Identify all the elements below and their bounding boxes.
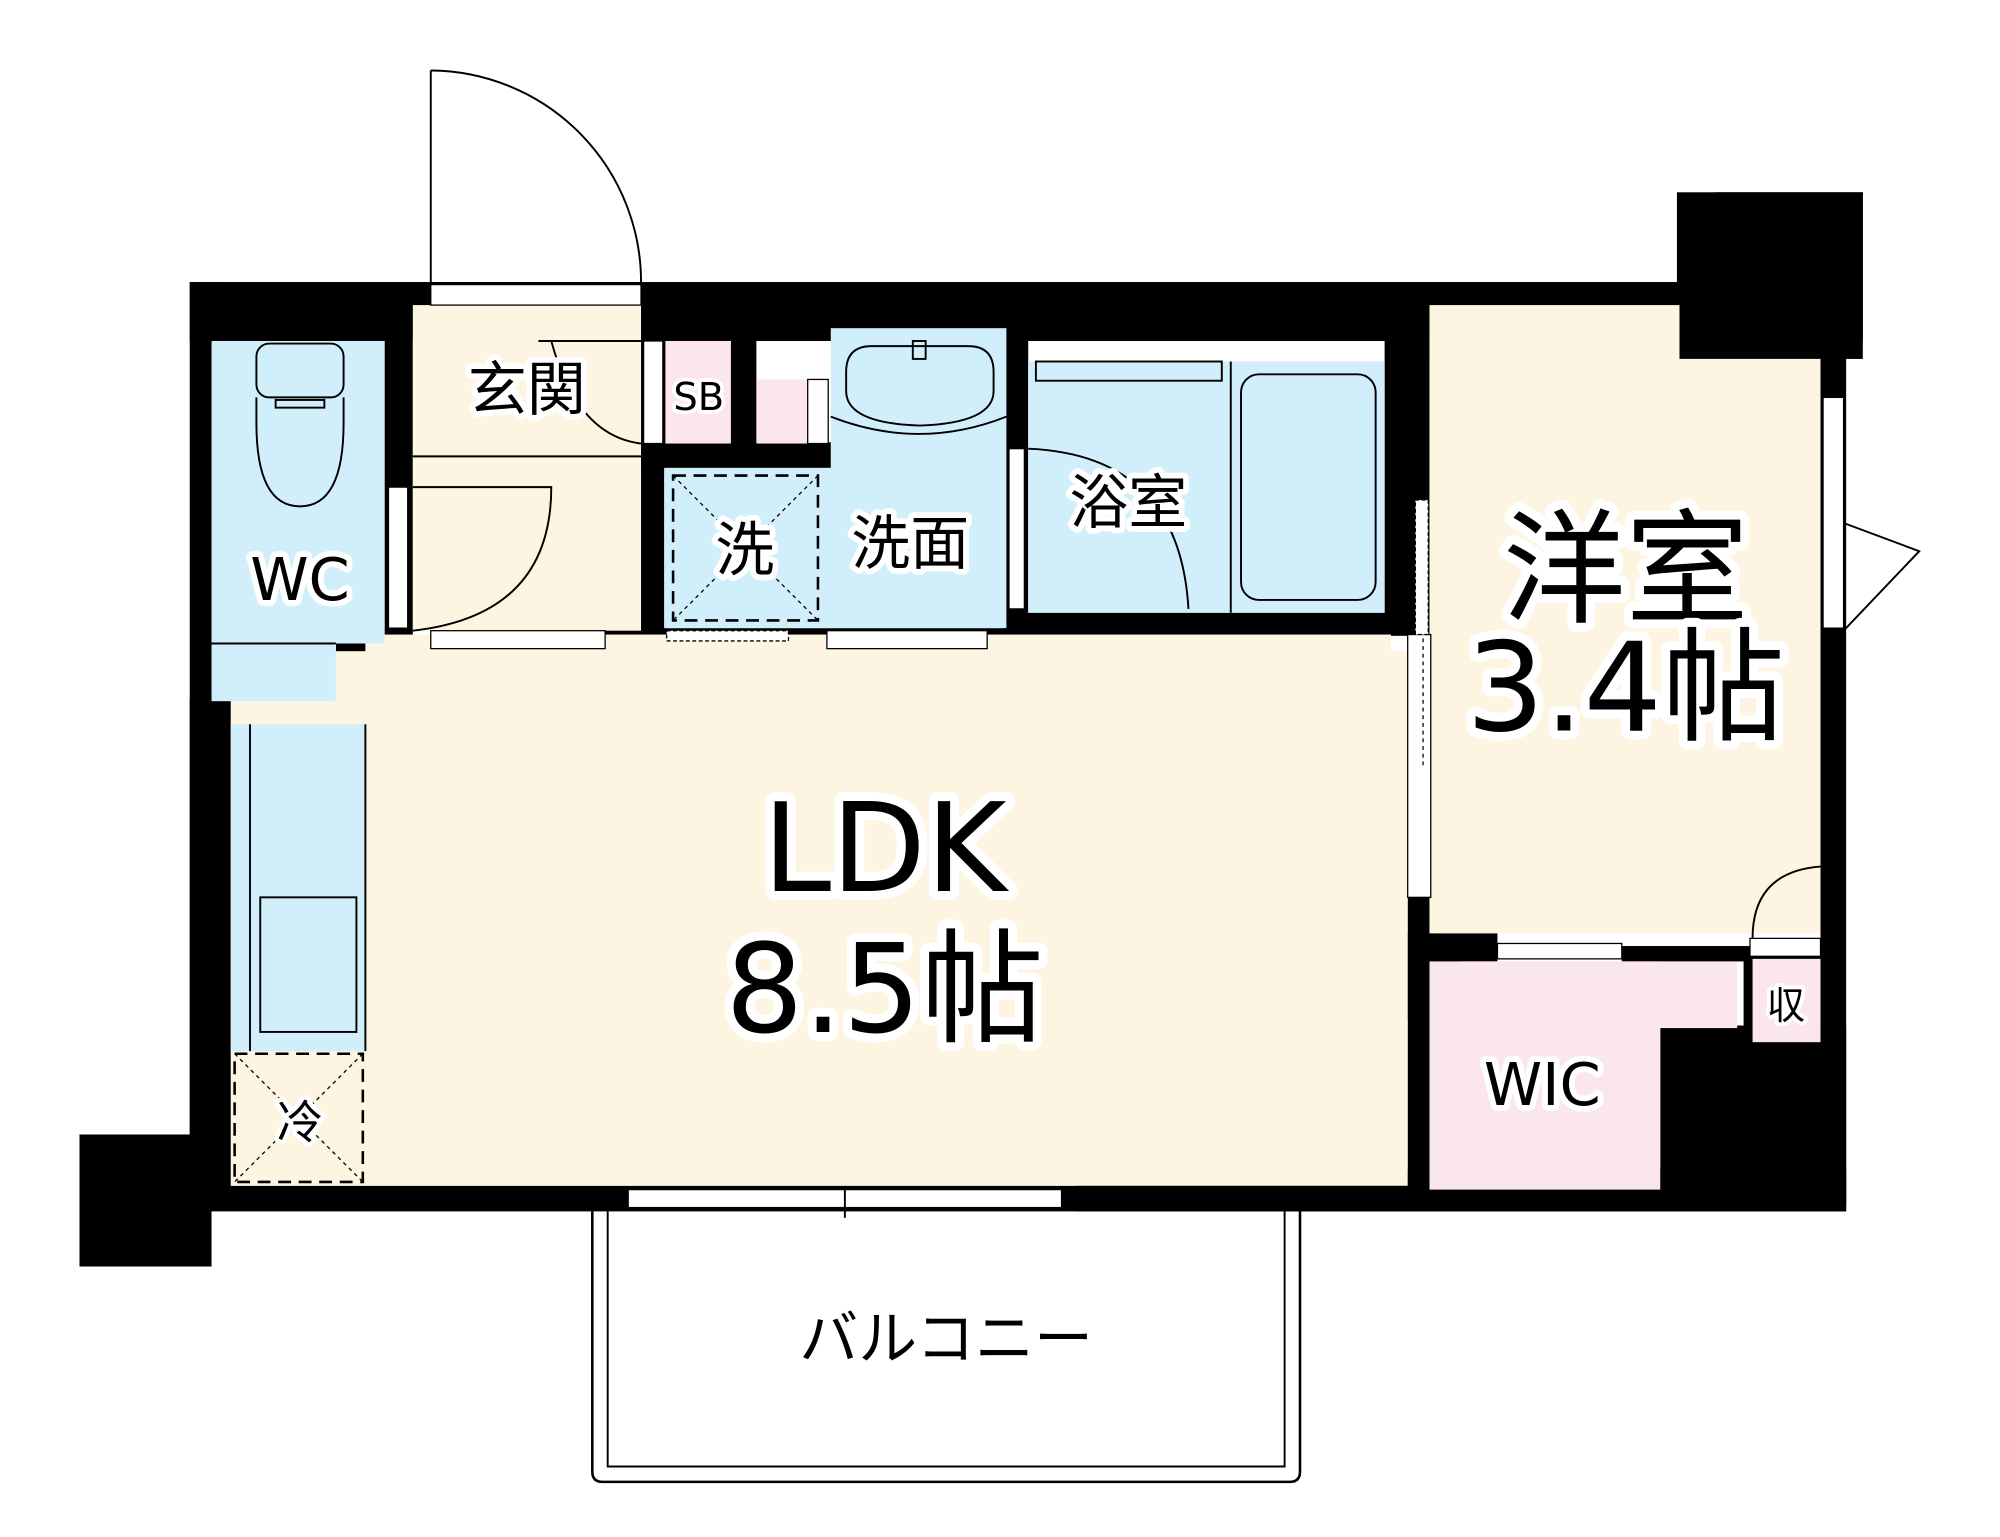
- entrance-door-swing: [429, 69, 642, 285]
- hall-ldk-door[interactable]: [430, 630, 606, 650]
- bathtub-fixture-icon: [1034, 360, 1377, 613]
- storage-label: 収: [1767, 984, 1805, 1029]
- storage-door[interactable]: [1749, 865, 1822, 957]
- wic-door[interactable]: [1496, 942, 1623, 960]
- western-window[interactable]: [1822, 396, 1921, 632]
- wc-door[interactable]: [387, 486, 553, 632]
- room-ldk[interactable]: [230, 651, 1408, 1186]
- entrance-label: 玄関: [468, 355, 586, 424]
- front-door[interactable]: [430, 283, 642, 306]
- fridge-space-icon: [233, 1052, 365, 1184]
- balcony-label: バルコニー: [799, 1304, 1093, 1373]
- ldk-label: LDK: [763, 778, 1010, 921]
- western-room-label: 洋室: [1503, 500, 1749, 643]
- wic-label: WIC: [1484, 1050, 1601, 1119]
- shoe-box-label: SB: [673, 375, 724, 420]
- sink-fixture-icon: [830, 340, 1007, 435]
- western-room-size-label: 3.4帖: [1466, 618, 1785, 761]
- washroom-door[interactable]: [826, 630, 988, 650]
- balcony[interactable]: [591, 1211, 1302, 1484]
- washer-label: 洗: [715, 515, 774, 584]
- fridge-label: 冷: [277, 1095, 323, 1149]
- bathroom-label: 浴室: [1069, 468, 1187, 537]
- wc-label: WC: [250, 545, 349, 614]
- bathroom-door[interactable]: [1008, 447, 1190, 610]
- room-washroom[interactable]: [664, 467, 1007, 629]
- washroom-label: 洗面: [851, 509, 969, 578]
- kitchen-counter: [230, 724, 366, 1052]
- room-wc[interactable]: [211, 340, 385, 644]
- ldk-size-label: 8.5帖: [725, 919, 1044, 1062]
- room-shoe-box: [665, 340, 731, 444]
- washer-space-icon: [671, 474, 820, 622]
- toilet-fixture-icon: [255, 342, 345, 508]
- room-bathroom[interactable]: [1028, 361, 1385, 613]
- room-storage[interactable]: [1752, 958, 1821, 1043]
- western-room-sliding-door[interactable]: [1407, 499, 1432, 898]
- room-entrance[interactable]: [412, 305, 642, 631]
